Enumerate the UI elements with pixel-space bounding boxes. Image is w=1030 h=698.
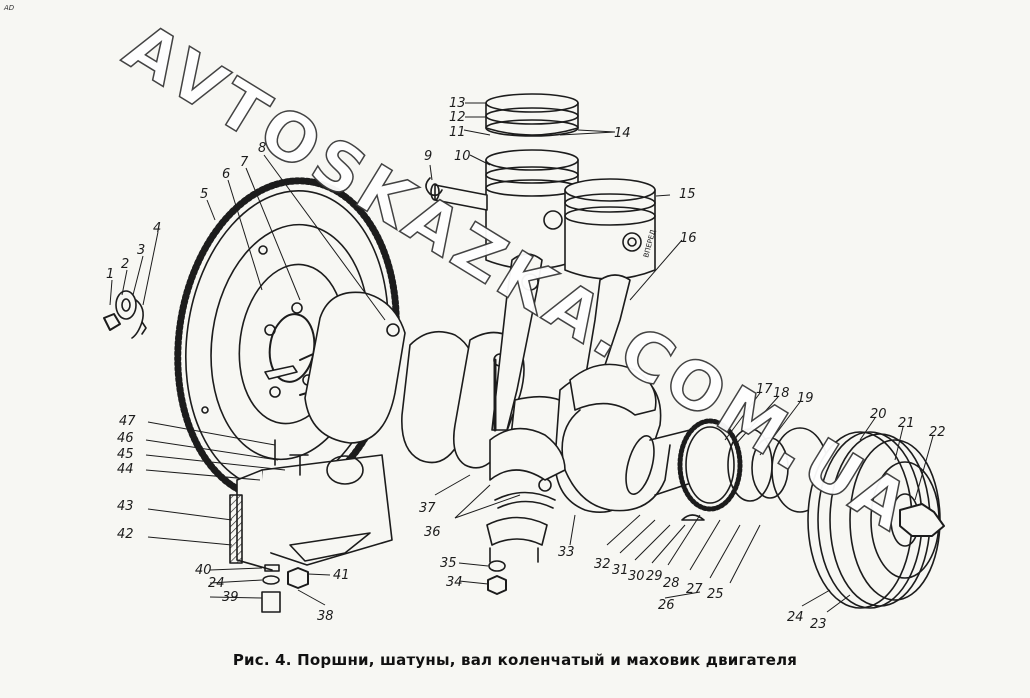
callout-37: 37: [419, 501, 436, 516]
callout-4: 4: [153, 221, 161, 236]
bearing-shells: [494, 491, 556, 509]
callout-42: 42: [117, 527, 134, 542]
callout-7: 7: [240, 155, 249, 170]
flywheel-bolt-assembly: [103, 290, 147, 339]
callout-36: 36: [424, 525, 441, 540]
callout-19: 19: [797, 391, 814, 406]
callout-29: 29: [646, 569, 663, 584]
rod-nuts: [487, 560, 507, 595]
callout-9: 9: [424, 149, 432, 164]
callout-39: 39: [222, 590, 239, 605]
callout-13: 13: [449, 96, 466, 111]
callout-22: 22: [929, 425, 946, 440]
callout-31: 31: [612, 563, 629, 578]
leader-lines: [109, 102, 934, 613]
callout-45: 45: [117, 447, 134, 462]
figure-caption: Рис. 4. Поршни, шатуны, вал коленчатый и…: [232, 651, 798, 669]
snap-ring: [425, 177, 443, 197]
callout-38: 38: [317, 609, 334, 624]
piston-2-body: [564, 189, 656, 280]
piston-2: [564, 178, 656, 280]
crank-nose: [561, 409, 671, 512]
bearing-cap-gasket: [229, 494, 243, 564]
piston-1: [430, 93, 579, 270]
callout-2: 2: [121, 257, 129, 272]
crankshaft-pulley: [807, 431, 945, 609]
starter-ratchet: [899, 503, 945, 537]
callout-16: 16: [680, 231, 697, 246]
callout-25: 25: [707, 587, 724, 602]
connecting-rod-2: [569, 274, 657, 416]
callout-24-right: 24: [787, 610, 804, 625]
callout-11: 11: [449, 125, 466, 140]
callout-17: 17: [756, 382, 773, 397]
main-bearing-cap: [229, 439, 393, 571]
callout-6: 6: [222, 167, 230, 182]
callout-14: 14: [614, 126, 631, 141]
callout-34: 34: [446, 575, 463, 590]
callout-20: 20: [870, 407, 887, 422]
callout-8: 8: [258, 141, 266, 156]
corner-mark: AD: [4, 4, 15, 12]
callout-10: 10: [454, 149, 471, 164]
callout-1: 1: [106, 267, 114, 282]
callout-23: 23: [810, 617, 827, 632]
callout-41: 41: [333, 568, 350, 583]
callout-3: 3: [137, 243, 145, 258]
cap-fasteners: [261, 564, 309, 613]
rod-cap: [486, 516, 548, 563]
callout-26: 26: [658, 598, 675, 613]
callout-15: 15: [679, 187, 696, 202]
woodruff-key: [681, 514, 705, 521]
callout-28: 28: [663, 576, 680, 591]
callout-44: 44: [117, 462, 134, 477]
callout-24-left: 24: [208, 576, 225, 591]
callout-30: 30: [628, 569, 645, 584]
callout-35: 35: [440, 556, 457, 571]
callout-12: 12: [449, 110, 466, 125]
callout-21: 21: [898, 416, 915, 431]
callout-40: 40: [195, 563, 212, 578]
connecting-rod-1: [489, 253, 566, 481]
callout-33: 33: [558, 545, 575, 560]
callout-46: 46: [117, 431, 134, 446]
crank-web-1: [304, 291, 406, 444]
callout-5: 5: [200, 187, 208, 202]
callout-47: 47: [119, 414, 136, 429]
callout-18: 18: [773, 386, 790, 401]
callout-43: 43: [117, 499, 134, 514]
part-callouts: 1 2 3 4 5 6 7 8 9 10 11 12 13 14 15 16 1…: [106, 96, 946, 632]
callout-32: 32: [594, 557, 611, 572]
callout-27: 27: [686, 582, 703, 597]
